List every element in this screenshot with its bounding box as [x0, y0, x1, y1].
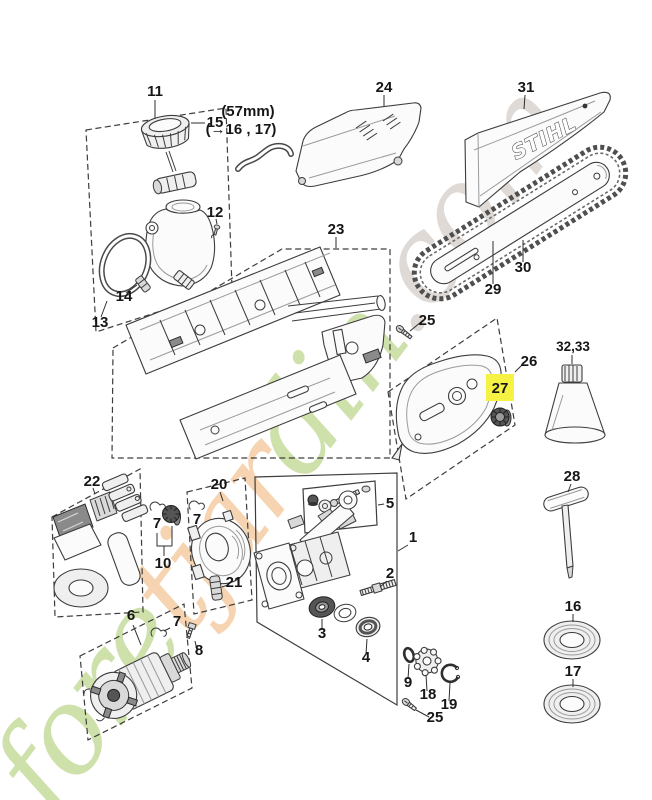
part-label-20[interactable]: 20	[211, 476, 228, 493]
part-label-9[interactable]: 9	[404, 674, 412, 691]
part-label-18[interactable]: 18	[420, 686, 437, 703]
part-label-24[interactable]: 24	[376, 79, 393, 96]
oil-tank-assembly-group: 11 15 12 14 13	[85, 83, 233, 333]
screw-25-top-group: 25	[395, 312, 435, 340]
hose-57mm-group: (57mm) (→16 , 17)	[206, 103, 294, 172]
part-label-8[interactable]: 8	[195, 642, 203, 659]
service-kit-group: 22	[51, 468, 149, 618]
part-label-23[interactable]: 23	[328, 221, 345, 238]
gearbox-assembly-group: 5 1 2 3 4	[253, 472, 417, 707]
bar-nut-drawing	[490, 407, 512, 427]
oil-tank-drawing	[145, 199, 216, 287]
hose-size-note: (57mm)	[221, 103, 274, 120]
part-label-12[interactable]: 12	[207, 204, 224, 221]
group-box-6	[79, 603, 193, 741]
clip-grommet-group: 7 10	[149, 501, 181, 572]
part-label-28[interactable]: 28	[564, 468, 581, 485]
guide-bar-chain-group: 29 30	[411, 144, 629, 302]
part-label-2[interactable]: 2	[386, 565, 394, 582]
wrench-tool-group: 28	[543, 468, 589, 579]
part-label-27[interactable]: 27	[492, 380, 509, 397]
group-box-1	[254, 472, 398, 707]
part-label-14[interactable]: 14	[116, 288, 133, 305]
grommet-drawing	[162, 505, 181, 526]
cap-stem	[165, 150, 177, 173]
tank-cap-drawing	[140, 114, 190, 149]
sprocket-parts-group: 9 18 19 25	[401, 646, 461, 726]
top-cover-group: 24	[295, 79, 422, 188]
part-label-25-bottom[interactable]: 25	[427, 709, 444, 726]
part-label-17[interactable]: 17	[565, 663, 582, 680]
group-box-5	[302, 480, 378, 534]
part-label-31[interactable]: 31	[518, 79, 535, 96]
part-label-7-mid[interactable]: 7	[193, 511, 201, 528]
housing-group: 23	[111, 221, 391, 460]
group-box-11	[85, 107, 233, 333]
part-label-7-bottom[interactable]: 7	[173, 613, 181, 630]
part-label-6[interactable]: 6	[127, 607, 135, 624]
part-label-11[interactable]: 11	[147, 83, 163, 100]
screw-12-drawing	[211, 224, 221, 239]
part-label-16[interactable]: 16	[565, 598, 582, 615]
grease-tube-group: 32,33	[544, 339, 606, 444]
o-ring-9-drawing	[402, 646, 416, 664]
hose-roll-17-group: 17	[543, 663, 601, 724]
part-label-7-left[interactable]: 7	[153, 515, 161, 532]
part-label-13[interactable]: 13	[92, 314, 109, 331]
part-label-10[interactable]: 10	[155, 555, 172, 572]
part-label-1[interactable]: 1	[409, 529, 417, 546]
group-box-20	[186, 477, 253, 615]
hose-fitting-drawing	[173, 270, 195, 290]
motor-group: 6	[79, 603, 193, 741]
hose-57mm-drawing	[235, 142, 294, 172]
part-label-5[interactable]: 5	[386, 495, 394, 512]
part-label-19[interactable]: 19	[441, 696, 458, 713]
part-label-26[interactable]: 26	[521, 353, 538, 370]
part-label-32-33[interactable]: 32,33	[556, 339, 590, 354]
fan-housing-group: 20 7 21	[186, 476, 253, 615]
part-label-15[interactable]: 15	[207, 114, 224, 131]
bushing-21-drawing	[209, 575, 223, 601]
hose-roll-16-group: 16	[543, 598, 601, 660]
cap-retainer-drawing	[152, 171, 197, 195]
hose-connector-drawing	[135, 275, 151, 293]
group-box-23	[111, 248, 391, 459]
part-label-21[interactable]: 21	[226, 574, 243, 591]
hose-ref-note: (→16 , 17)	[206, 121, 277, 138]
sprocket-cover-group: 26 27	[387, 316, 538, 501]
part-label-29[interactable]: 29	[485, 281, 502, 298]
oil-hose-drawing	[98, 232, 152, 298]
e-clip-19-drawing	[440, 663, 461, 684]
part-label-3[interactable]: 3	[318, 625, 326, 642]
sprocket-18-drawing	[413, 646, 442, 677]
screw-25-bottom-drawing	[401, 697, 417, 712]
part-label-30[interactable]: 30	[515, 259, 532, 276]
group-box-26	[387, 316, 516, 501]
clip-screw-bottom-group: 7 8	[150, 613, 203, 659]
part-label-25-top[interactable]: 25	[419, 312, 436, 329]
part-label-22[interactable]: 22	[84, 473, 101, 490]
screw-8-drawing	[186, 622, 197, 639]
selected-part-highlight[interactable]	[486, 374, 514, 401]
part-label-4[interactable]: 4	[362, 649, 371, 666]
